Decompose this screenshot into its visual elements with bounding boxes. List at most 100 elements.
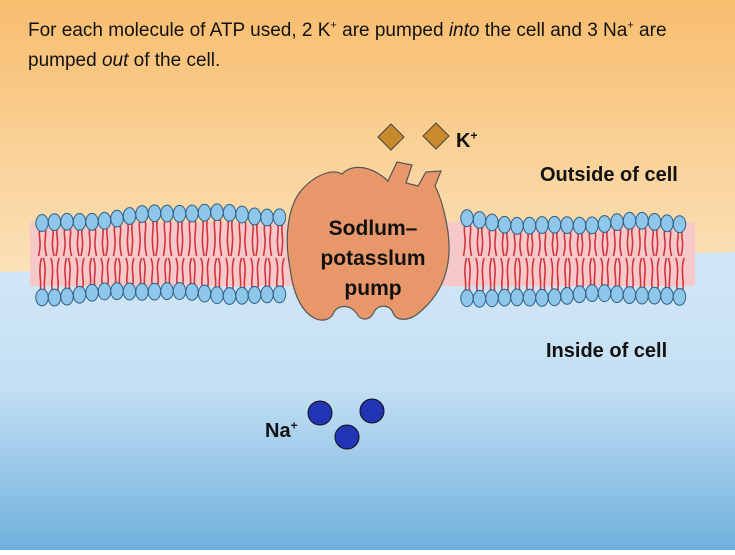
ion-charge: +	[470, 128, 478, 143]
lipid-head-icon	[247, 207, 262, 226]
lipid-head-icon	[497, 215, 512, 234]
pump-label-line: Sodlum–	[328, 217, 418, 240]
lipid-head-icon	[560, 216, 574, 235]
lipid-head-icon	[547, 288, 562, 307]
sodium-ion	[359, 398, 385, 424]
lipid-head-icon	[272, 208, 287, 227]
lipid-head-icon	[572, 216, 587, 235]
potassium-ion-label: K+	[456, 128, 478, 153]
lipid-head-icon	[160, 204, 174, 223]
lipid-head-icon	[485, 213, 499, 232]
lipid-tail	[231, 257, 235, 291]
lipid-head-icon	[135, 282, 149, 301]
lipid-head-icon	[172, 204, 187, 223]
lipid-tail	[144, 219, 148, 257]
lipid-tail	[56, 257, 60, 292]
caption-text: of the cell.	[128, 50, 221, 71]
lipid-head-icon	[460, 289, 474, 308]
explanation-caption: For each molecule of ATP used, 2 K+ are …	[28, 16, 718, 76]
lipid-head-icon	[97, 211, 112, 230]
lipid-head-icon	[560, 286, 574, 305]
pump-label-line: potasslum	[320, 247, 426, 270]
lipid-tail	[194, 219, 198, 257]
lipid-head-icon	[235, 205, 249, 224]
lipid-tail	[481, 257, 485, 293]
sodium-ion-label: Na+	[265, 418, 298, 443]
caption-text: For each molecule of ATP used, 2 K	[28, 20, 331, 41]
lipid-tail	[119, 224, 123, 257]
lipid-head-icon	[260, 285, 274, 304]
lipid-tail	[205, 218, 209, 257]
lipid-head-icon	[85, 212, 99, 231]
lipid-head-icon	[610, 285, 624, 303]
caption-emphasis: into	[448, 20, 480, 41]
lipid-head-icon	[210, 286, 224, 305]
potassium-ion	[422, 122, 450, 150]
lipid-head-icon	[635, 286, 649, 305]
lipid-tail	[181, 257, 185, 286]
caption-text: are pumped	[336, 20, 449, 41]
inside-of-cell-label: Inside of cell	[546, 340, 668, 362]
lipid-head-icon	[47, 213, 62, 232]
lipid-head-icon	[172, 282, 187, 300]
lipid-head-icon	[85, 283, 99, 302]
lipid-head-icon	[272, 285, 287, 304]
lipid-head-icon	[672, 287, 687, 306]
lipid-head-icon	[572, 285, 587, 304]
lipid-head-icon	[647, 286, 662, 305]
lipid-head-icon	[72, 285, 87, 304]
lipid-head-icon	[622, 286, 637, 304]
lipid-head-icon	[97, 282, 112, 301]
lipid-tail	[106, 257, 110, 286]
lipid-tail	[556, 257, 560, 292]
lipid-head-icon	[510, 288, 524, 307]
lipid-head-icon	[585, 284, 599, 303]
lipid-tail	[644, 226, 648, 257]
lipid-head-icon	[610, 213, 624, 232]
lipid-heads	[35, 203, 687, 308]
lipid-head-icon	[60, 212, 74, 231]
lipid-head-icon	[147, 282, 162, 301]
lipid-tail	[94, 227, 98, 257]
lipid-tail	[219, 218, 223, 257]
lipid-head-icon	[35, 214, 49, 232]
lipid-head-icon	[522, 288, 537, 307]
ion-symbol: Na	[265, 420, 291, 442]
lipid-tail	[81, 257, 85, 290]
lipid-tail	[631, 257, 635, 290]
sodium-ion	[307, 400, 333, 426]
lipid-tail	[581, 257, 585, 289]
lipid-tail	[656, 257, 660, 290]
lipid-head-icon	[260, 208, 274, 227]
caption-text: are pumped	[28, 20, 667, 71]
lipid-head-icon	[210, 203, 224, 222]
lipid-head-icon	[197, 284, 212, 303]
lipid-tail	[506, 257, 510, 292]
lipid-head-icon	[647, 212, 662, 231]
lipid-tail	[469, 223, 473, 257]
lipid-head-icon	[522, 216, 537, 235]
lipid-head-icon	[135, 205, 149, 223]
caption-emphasis: out	[101, 50, 129, 71]
lipid-head-icon	[160, 282, 174, 301]
lipid-head-icon	[510, 216, 524, 235]
sodium-ion	[334, 424, 360, 450]
lipid-head-icon	[222, 287, 237, 305]
lipid-head-icon	[147, 204, 162, 223]
lipid-tail	[269, 223, 273, 257]
caption-text: the cell and 3 Na	[479, 20, 628, 41]
ion-charge: +	[290, 418, 298, 433]
sodium-potassium-pump	[286, 161, 450, 321]
lipid-head-icon	[635, 211, 649, 230]
lipid-tail	[531, 257, 535, 292]
lipid-head-icon	[35, 288, 49, 307]
lipid-head-icon	[185, 283, 199, 301]
charge-superscript: +	[330, 19, 337, 32]
lipid-tail	[169, 219, 173, 257]
lipid-head-icon	[460, 209, 474, 228]
lipid-tail	[69, 227, 73, 257]
lipid-head-icon	[122, 207, 137, 225]
lipid-tail	[281, 257, 285, 289]
lipid-head-icon	[535, 216, 549, 234]
